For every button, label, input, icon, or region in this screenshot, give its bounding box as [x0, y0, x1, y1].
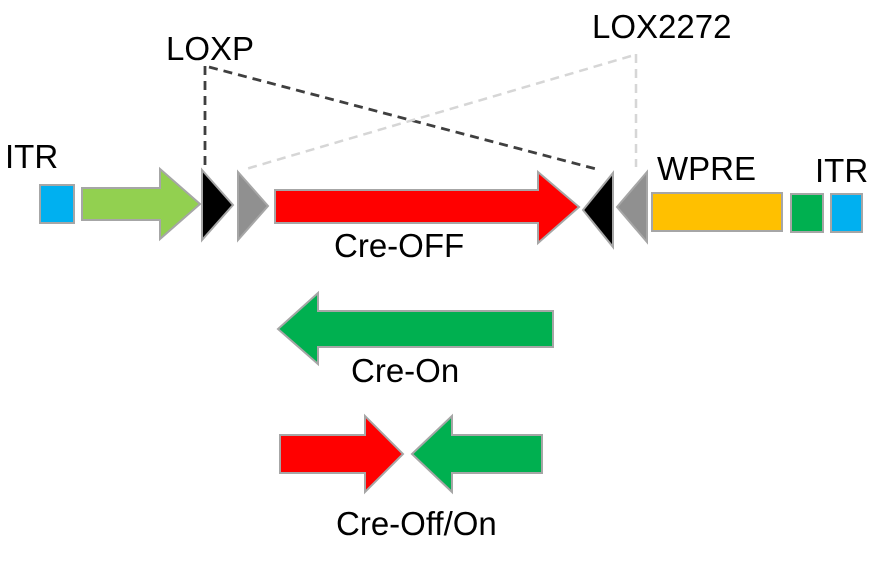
promoter-arrow: [81, 166, 202, 242]
loxp-connector-diagonal: [208, 65, 601, 172]
itr-left-box: [39, 184, 75, 224]
loxp-site-forward-triangle: [201, 167, 235, 243]
loxp-label: LOXP: [166, 30, 255, 67]
wpre-box: [651, 192, 783, 232]
lox2272-site-forward-triangle: [237, 169, 270, 243]
cre-off-label: Cre-OFF: [334, 227, 465, 264]
lox2272-site-reverse-triangle: [615, 169, 648, 245]
loxp-site-reverse-triangle: [581, 170, 614, 250]
cre-on-arrow: [276, 290, 554, 367]
cre-on-label: Cre-On: [351, 352, 460, 389]
itr-left-label: ITR: [5, 138, 59, 175]
cre-off-on-red-arrow: [279, 413, 405, 495]
lox2272-connector-diagonal: [245, 54, 632, 171]
cre-off-on-green-arrow: [410, 413, 543, 495]
itr-right-box: [830, 193, 863, 233]
cre-off-gene-arrow: [274, 169, 581, 246]
polya-box: [790, 193, 824, 233]
itr-right-label: ITR: [815, 152, 869, 189]
wpre-label: WPRE: [657, 150, 756, 187]
lox2272-label: LOX2272: [592, 8, 732, 45]
cre-off-on-label: Cre-Off/On: [336, 505, 497, 542]
